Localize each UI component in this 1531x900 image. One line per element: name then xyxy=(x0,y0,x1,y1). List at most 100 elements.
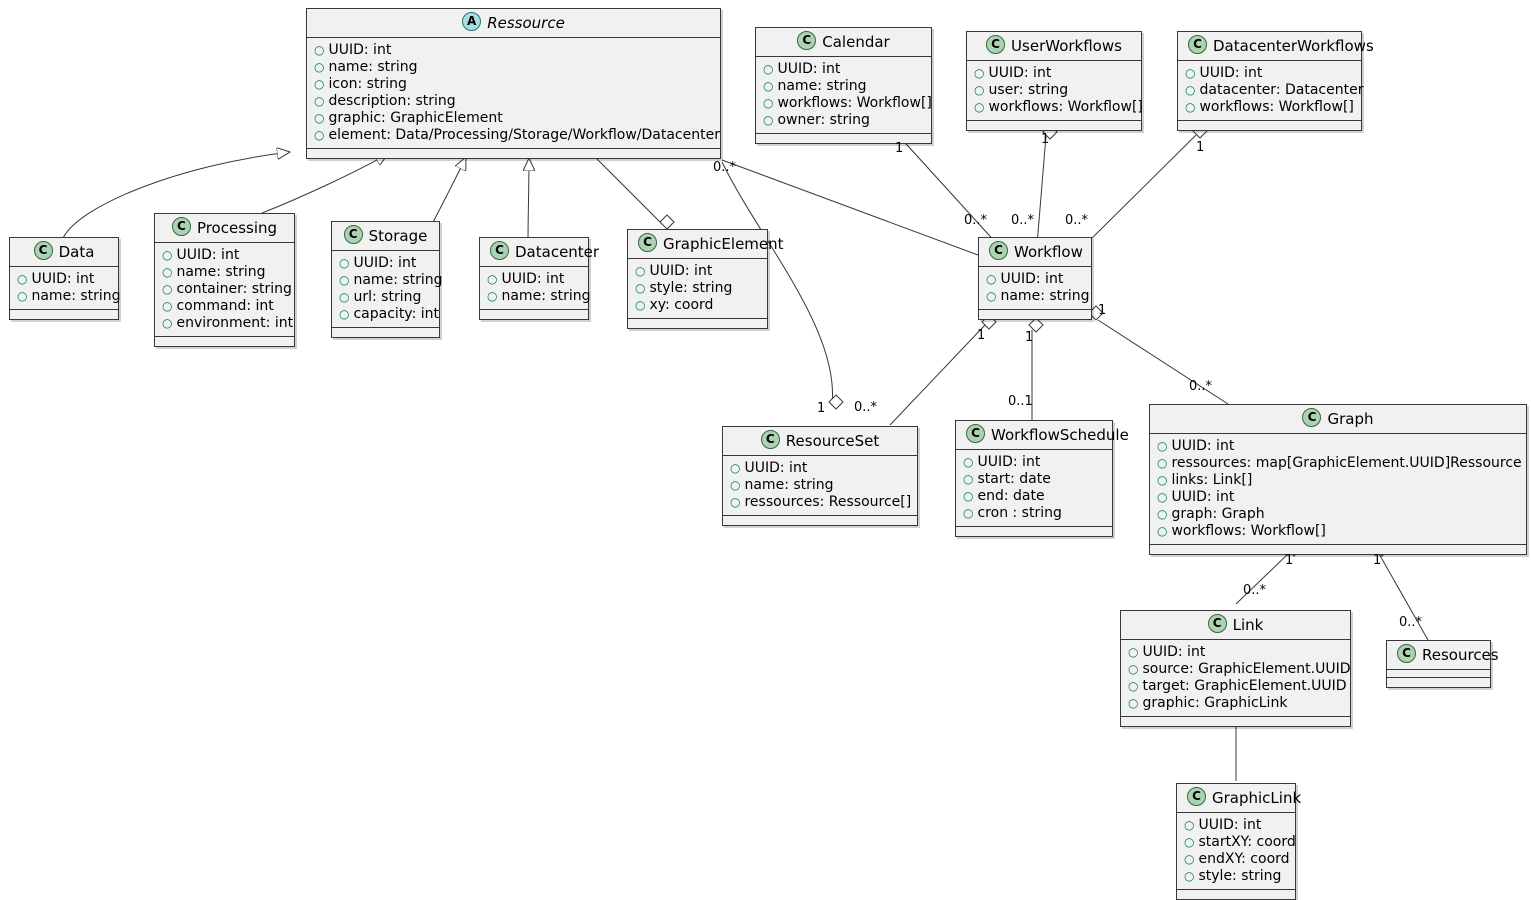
attribute-row: ○UUID: int xyxy=(1128,644,1206,660)
class-methods xyxy=(628,319,767,328)
visibility-public-icon: ○ xyxy=(986,289,997,303)
attribute-row: ○name: string xyxy=(986,288,1090,304)
visibility-public-icon: ○ xyxy=(487,289,498,303)
visibility-public-icon: ○ xyxy=(162,248,173,262)
edge-datacenterworkflows-workflow xyxy=(1084,134,1197,246)
visibility-public-icon: ○ xyxy=(763,62,774,76)
visibility-public-icon: ○ xyxy=(339,307,350,321)
class-attributes: ○UUID: int ○source: GraphicElement.UUID … xyxy=(1121,640,1351,717)
visibility-public-icon: ○ xyxy=(17,289,28,303)
class-attributes: ○UUID: int ○style: string ○xy: coord xyxy=(628,259,767,319)
edge-userworkflows-workflow xyxy=(1036,135,1047,246)
attribute-row: ○UUID: int xyxy=(635,263,713,279)
class-badge-icon: C xyxy=(989,241,1008,260)
attribute-row: ○name: string xyxy=(17,288,121,304)
visibility-public-icon: ○ xyxy=(162,316,173,330)
attribute-row: ○UUID: int xyxy=(487,271,565,287)
visibility-public-icon: ○ xyxy=(1157,507,1168,521)
class-title: Processing xyxy=(196,218,278,237)
visibility-public-icon: ○ xyxy=(635,264,646,278)
class-methods xyxy=(10,310,118,319)
attribute-row: ○end: date xyxy=(963,488,1045,504)
multiplicity-label: 1 xyxy=(1025,330,1034,345)
attribute-row: ○startXY: coord xyxy=(1184,834,1296,850)
class-link[interactable]: C Link ○UUID: int ○source: GraphicElement… xyxy=(1120,610,1351,727)
attribute-row: ○url: string xyxy=(339,289,422,305)
class-methods xyxy=(480,310,588,319)
class-title: GraphicElement xyxy=(663,234,784,253)
class-title: Workflow xyxy=(1014,242,1083,261)
class-title: Datacenter xyxy=(515,242,600,261)
attribute-row: ○name: string xyxy=(339,272,443,288)
visibility-public-icon: ○ xyxy=(314,128,325,142)
visibility-public-icon: ○ xyxy=(1184,869,1195,883)
attribute-row: ○UUID: int xyxy=(314,42,392,58)
attribute-row: ○datacenter: Datacenter xyxy=(1185,82,1364,98)
visibility-public-icon: ○ xyxy=(1157,473,1168,487)
class-header: C Link xyxy=(1121,611,1350,640)
attribute-row: ○workflows: Workflow[] xyxy=(974,99,1143,115)
visibility-public-icon: ○ xyxy=(314,43,325,57)
visibility-public-icon: ○ xyxy=(763,113,774,127)
edge-storage-inherits-ressource xyxy=(429,157,466,229)
attribute-row: ○environment: int xyxy=(162,315,294,331)
class-attributes: ○UUID: int ○name: string ○workflows: Wor… xyxy=(756,57,932,134)
edge-calendar-workflow xyxy=(897,134,999,246)
attribute-row: ○container: string xyxy=(162,281,292,297)
class-methods xyxy=(1150,545,1526,554)
class-header: C Workflow xyxy=(979,238,1091,267)
attribute-row: ○user: string xyxy=(974,82,1069,98)
multiplicity-label: 1 xyxy=(1041,132,1050,147)
visibility-public-icon: ○ xyxy=(1157,456,1168,470)
class-attributes xyxy=(1387,670,1490,678)
visibility-public-icon: ○ xyxy=(763,79,774,93)
visibility-public-icon: ○ xyxy=(339,290,350,304)
edge-workflow-resourceset xyxy=(889,324,986,426)
class-attributes: ○UUID: int ○name: string xyxy=(10,267,121,310)
visibility-public-icon: ○ xyxy=(487,272,498,286)
class-methods xyxy=(155,337,294,346)
class-badge-icon: C xyxy=(1207,614,1227,633)
class-attributes: ○UUID: int ○name: string ○container: str… xyxy=(155,243,294,337)
class-title: ResourceSet xyxy=(785,431,880,450)
class-badge-icon: C xyxy=(1397,644,1416,663)
attribute-row: ○ressources: Ressource[] xyxy=(730,494,912,510)
class-badge-icon: C xyxy=(33,241,53,260)
class-badge-icon: C xyxy=(1302,408,1322,427)
attribute-row: ○description: string xyxy=(314,93,456,109)
visibility-public-icon: ○ xyxy=(339,256,350,270)
attribute-row: ○workflows: Workflow[] xyxy=(1157,523,1326,539)
visibility-public-icon: ○ xyxy=(635,298,646,312)
attribute-row: ○target: GraphicElement.UUID xyxy=(1128,678,1347,694)
visibility-public-icon: ○ xyxy=(1157,439,1168,453)
multiplicity-label: 0..* xyxy=(964,213,988,228)
class-badge-icon: C xyxy=(797,31,817,50)
class-title: Link xyxy=(1232,615,1264,634)
visibility-public-icon: ○ xyxy=(1128,662,1139,676)
multiplicity-label: 0..* xyxy=(1189,379,1213,394)
class-methods xyxy=(1387,678,1490,687)
visibility-public-icon: ○ xyxy=(763,96,774,110)
attribute-row: ○start: date xyxy=(963,471,1051,487)
edge-datacenter-inherits-ressource xyxy=(528,158,529,245)
